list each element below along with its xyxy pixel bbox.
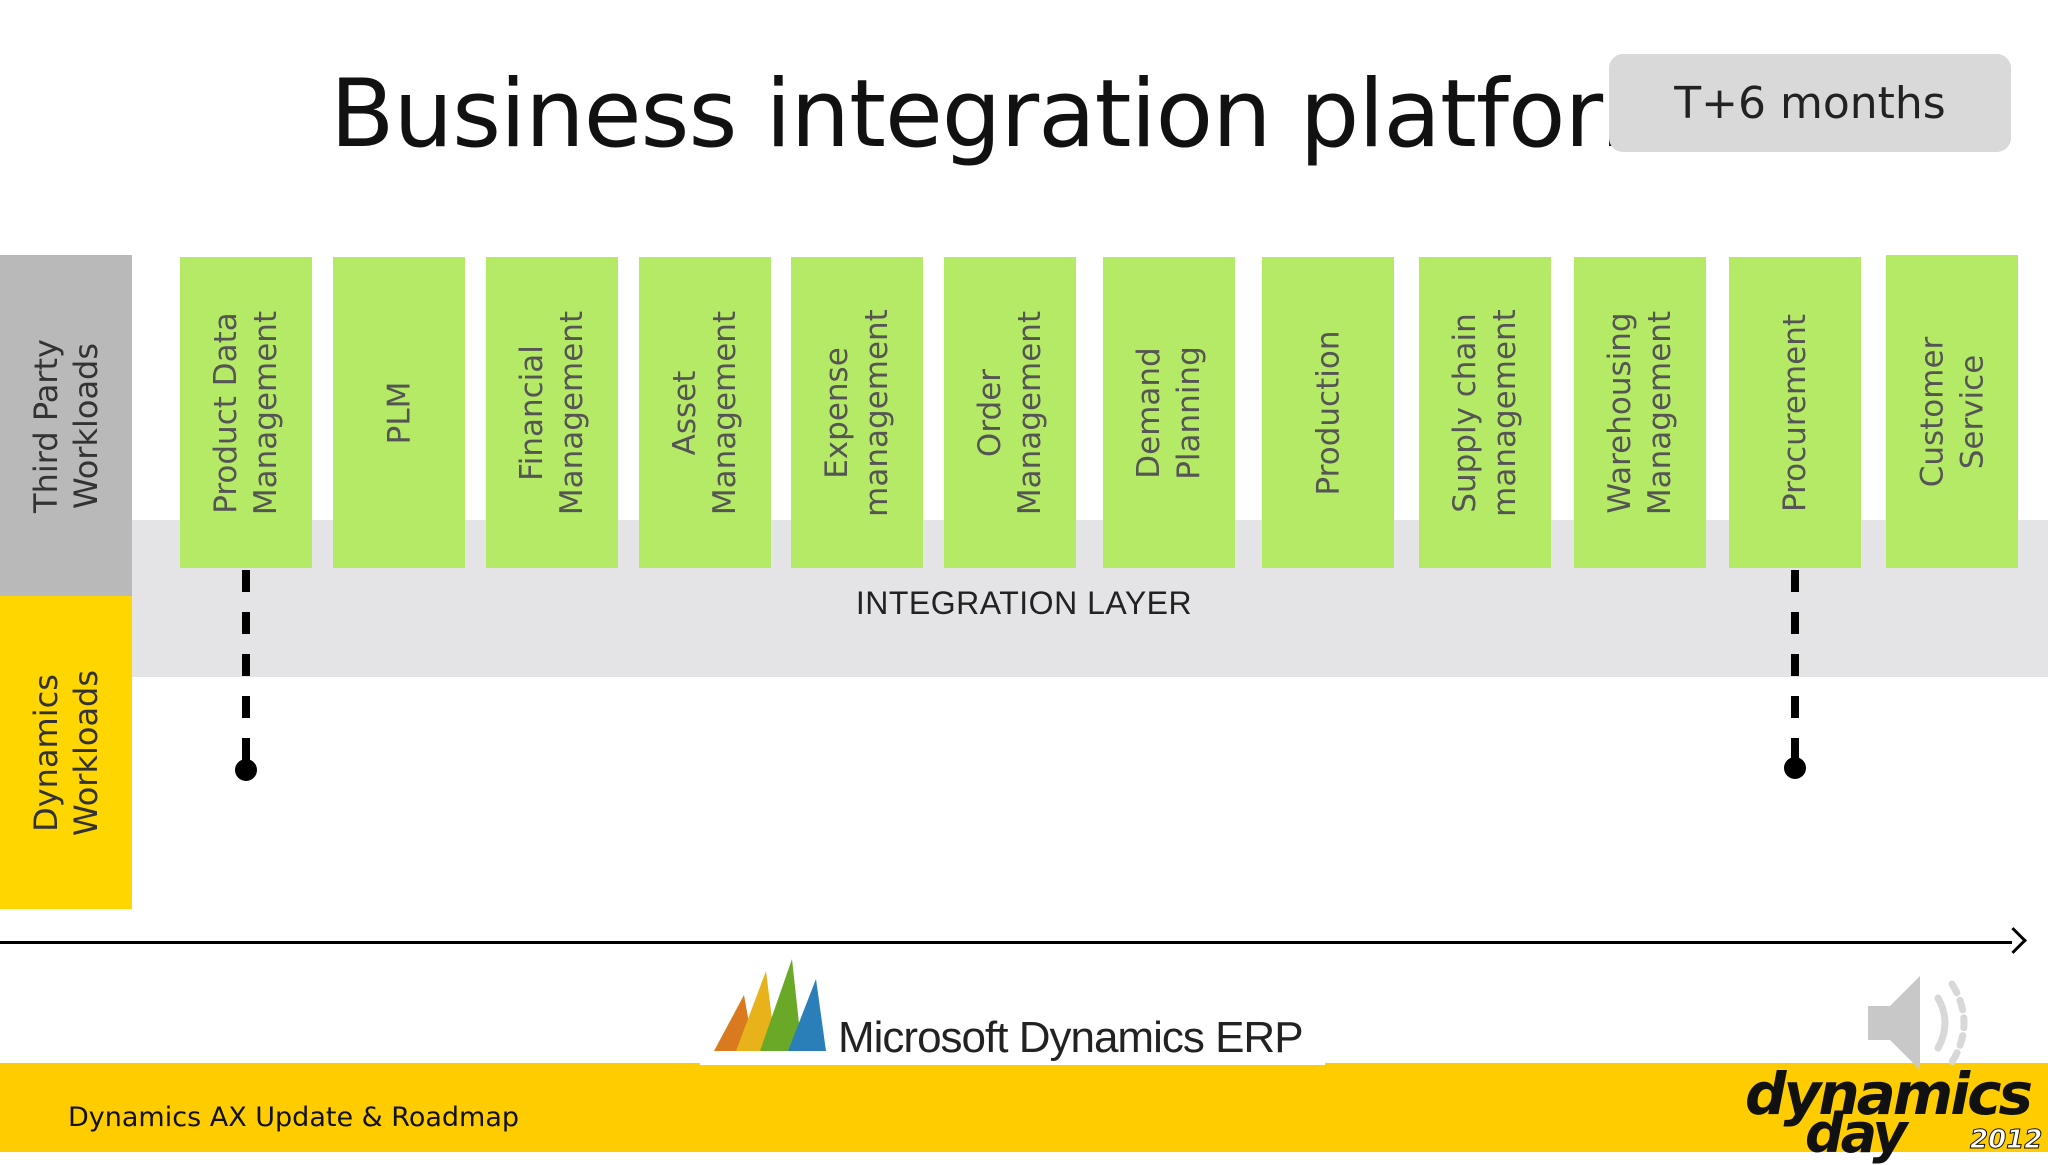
workload-label-line: Management: [1642, 310, 1678, 515]
workload-label-line: Demand: [1131, 346, 1168, 479]
workload-label-line: Product Data: [208, 311, 244, 514]
footer-band: [0, 1063, 2048, 1152]
workload-label-line: management: [859, 308, 896, 517]
workload-label-line: management: [1487, 308, 1524, 517]
workload-label-line: Customer: [1914, 336, 1950, 487]
timeline-arrowhead: [2000, 927, 2027, 954]
third-party-label-line-1: Third Party: [27, 338, 65, 513]
timeframe-badge: T+6 months: [1609, 54, 2011, 152]
integration-layer-label: INTEGRATION LAYER: [855, 585, 1193, 621]
dynamics-label-line-2: Workloads: [67, 669, 105, 836]
migration-connector-left: [242, 570, 250, 760]
dynamics-label-line-1: Dynamics: [27, 673, 65, 832]
workload-label-line: Production: [1310, 330, 1346, 495]
workload-procurement: Procurement: [1729, 257, 1861, 568]
workload-warehousing-management: Warehousing Management: [1574, 257, 1706, 568]
workload-financial-management: Financial Management: [486, 257, 618, 568]
workload-label-line: Warehousing: [1602, 311, 1638, 514]
workload-production: Production: [1262, 257, 1394, 568]
workload-label-line: Expense: [819, 346, 856, 479]
workload-label-line: Order: [972, 368, 1008, 457]
connector-endpoint-left: [235, 759, 257, 781]
microsoft-dynamics-logo-text: Microsoft Dynamics ERP: [838, 1013, 1304, 1062]
workload-label-line: Management: [554, 310, 590, 515]
workload-label-line: Management: [707, 310, 743, 515]
workload-label-line: Management: [248, 310, 284, 515]
workload-plm: PLM: [333, 257, 465, 568]
workload-product-data-management: Product Data Management: [180, 257, 312, 568]
workload-label-line: PLM: [381, 381, 417, 444]
dynamics-workloads-label: Dynamics Workloads: [0, 596, 132, 909]
dynamics-day-logo-line1: dynamics: [1745, 1060, 2033, 1128]
workload-label-line: Asset: [667, 370, 703, 455]
third-party-workloads-label: Third Party Workloads: [0, 255, 132, 596]
workload-order-management: Order Management: [944, 257, 1076, 568]
microsoft-dynamics-logo: Microsoft Dynamics ERP: [700, 955, 1325, 1065]
workload-expense-management: Expense management: [791, 257, 923, 568]
workload-label-line: Planning: [1171, 345, 1208, 480]
workload-label-line: Management: [1012, 310, 1048, 515]
workload-label-line: Procurement: [1777, 313, 1813, 512]
speaker-icon[interactable]: [1860, 968, 2000, 1078]
workload-supply-chain-management: Supply chain management: [1419, 257, 1551, 568]
workload-demand-planning: Demand Planning: [1103, 257, 1235, 568]
workload-customer-service: Customer Service: [1886, 255, 2018, 568]
workload-label-line: Service: [1954, 354, 1990, 469]
page-title: Business integration platform: [330, 60, 1692, 169]
migration-connector-right: [1791, 570, 1799, 760]
dynamics-day-logo-year: 2012: [1969, 1125, 2043, 1156]
footer-text: Dynamics AX Update & Roadmap: [68, 1102, 520, 1133]
workload-asset-management: Asset Management: [639, 257, 771, 568]
third-party-label-line-2: Workloads: [67, 342, 105, 509]
timeline-axis: [0, 941, 2012, 944]
dynamics-day-logo-line2: day: [1805, 1102, 1908, 1165]
workload-label-line: Financial: [514, 344, 550, 481]
dynamics-day-logo: dynamics day 2012: [1745, 1060, 2045, 1161]
workload-label-line: Supply chain: [1447, 312, 1484, 513]
connector-endpoint-right: [1784, 757, 1806, 779]
